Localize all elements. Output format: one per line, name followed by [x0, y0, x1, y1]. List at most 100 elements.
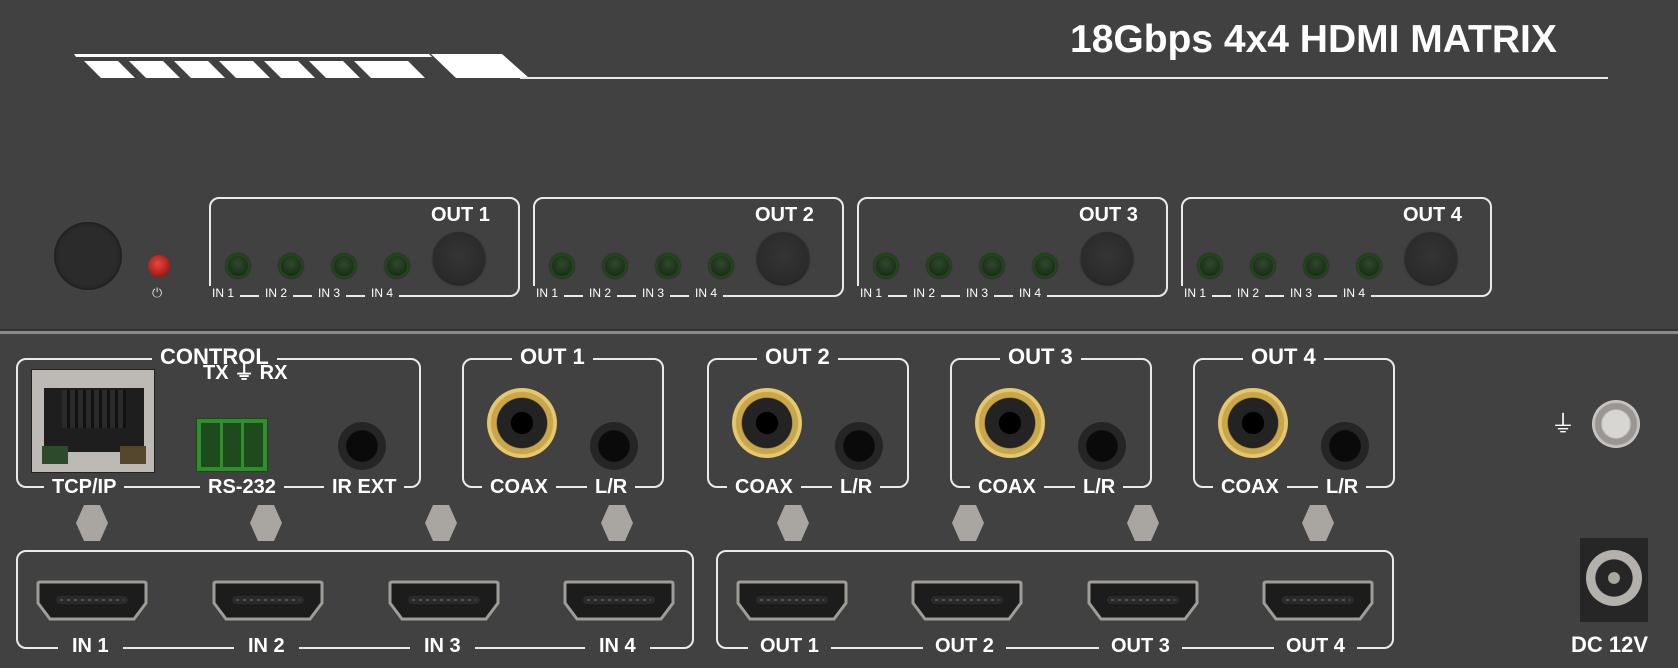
output-1-input-3-led	[332, 254, 356, 278]
audio-out-1-coax-jack[interactable]	[487, 388, 557, 458]
hdmi-output-4-port[interactable]	[1262, 579, 1374, 623]
hdmi-input-4-label: IN 4	[585, 635, 650, 658]
output-4-input-4-led	[1357, 254, 1381, 278]
output-3-input-3-label: IN 3	[960, 286, 995, 300]
output-4-label: OUT 4	[1403, 204, 1462, 226]
output-3-input-1-led	[874, 254, 898, 278]
output-1-input-3-label: IN 3	[312, 286, 347, 300]
hdmi-inputs-section	[16, 550, 694, 649]
rs232-pinout-label: TX ⏚ RX	[203, 362, 288, 384]
output-2-input-1-led	[550, 254, 574, 278]
hdmi-output-1-label: OUT 1	[748, 635, 831, 658]
hex-standoff-icon	[425, 505, 457, 541]
hdmi-output-1-port[interactable]	[736, 579, 848, 623]
output-4-input-2-label: IN 2	[1231, 286, 1266, 300]
ir-ext-label: IR EXT	[324, 476, 405, 499]
output-1-input-1-label: IN 1	[206, 286, 241, 300]
output-4-select-button[interactable]	[1405, 232, 1457, 284]
audio-out-3-lr-label: L/R	[1075, 476, 1124, 499]
hdmi-input-1-label: IN 1	[58, 635, 123, 658]
audio-out-3-coax-label: COAX	[970, 476, 1044, 499]
dc-power-jack[interactable]	[1580, 538, 1648, 622]
output-3-input-1-label: IN 1	[854, 286, 889, 300]
hdmi-outputs-section	[716, 550, 1394, 649]
audio-out-2-label: OUT 2	[757, 344, 838, 370]
audio-out-4-label: OUT 4	[1243, 344, 1324, 370]
hdmi-output-3-label: OUT 3	[1099, 635, 1182, 658]
hex-standoff-icon	[777, 505, 809, 541]
output-2-select-button[interactable]	[757, 232, 809, 284]
hex-standoff-icon	[76, 505, 108, 541]
hex-standoff-icon	[250, 505, 282, 541]
dc-12v-label: DC 12V	[1571, 632, 1649, 657]
title-underline	[520, 77, 1608, 79]
output-2-input-3-label: IN 3	[636, 286, 671, 300]
output-1-select-button[interactable]	[433, 232, 485, 284]
audio-out-2-lr-jack[interactable]	[835, 422, 883, 470]
hex-standoff-icon	[952, 505, 984, 541]
ir-receiver-window	[54, 222, 122, 290]
audio-out-4-lr-jack[interactable]	[1321, 422, 1369, 470]
output-2-input-3-led	[656, 254, 680, 278]
output-3-select-button[interactable]	[1081, 232, 1133, 284]
activity-led-icon	[120, 446, 146, 464]
hdmi-input-4-port[interactable]	[563, 579, 675, 623]
brand-stripe-logo	[74, 54, 529, 78]
hdmi-input-2-label: IN 2	[234, 635, 299, 658]
hdmi-output-2-port[interactable]	[911, 579, 1023, 623]
output-3-selector-group	[857, 197, 1168, 297]
output-1-selector-group	[209, 197, 520, 297]
output-3-input-4-led	[1033, 254, 1057, 278]
output-3-input-3-led	[980, 254, 1004, 278]
output-2-input-1-label: IN 1	[530, 286, 565, 300]
power-led	[148, 255, 170, 277]
ground-screw[interactable]	[1592, 400, 1640, 448]
audio-out-2-coax-jack[interactable]	[732, 388, 802, 458]
audio-out-4-coax-label: COAX	[1213, 476, 1287, 499]
output-2-input-4-label: IN 4	[689, 286, 724, 300]
hdmi-input-2-port[interactable]	[212, 579, 324, 623]
control-title: CONTROL	[152, 344, 277, 370]
audio-out-1-lr-jack[interactable]	[590, 422, 638, 470]
audio-out-4-coax-jack[interactable]	[1218, 388, 1288, 458]
audio-out-3-lr-jack[interactable]	[1078, 422, 1126, 470]
output-1-input-4-label: IN 4	[365, 286, 400, 300]
rs232-terminal-block[interactable]	[196, 418, 268, 472]
audio-out-3-label: OUT 3	[1000, 344, 1081, 370]
rear-panel: CONTROL TCP/IP RS-232 IR EXT TX ⏚ RX OUT…	[0, 331, 1678, 668]
hex-standoff-icon	[1302, 505, 1334, 541]
output-2-input-4-led	[709, 254, 733, 278]
output-4-selector-group	[1181, 197, 1492, 297]
audio-out-2-coax-label: COAX	[727, 476, 801, 499]
ground-icon: ⏚	[1551, 411, 1575, 438]
audio-out-1-lr-label: L/R	[587, 476, 636, 499]
output-1-input-2-label: IN 2	[259, 286, 294, 300]
rj45-ethernet-port[interactable]	[31, 369, 155, 473]
product-title: 18Gbps 4x4 HDMI MATRIX	[1070, 18, 1557, 61]
audio-out-3-coax-jack[interactable]	[975, 388, 1045, 458]
output-4-input-4-label: IN 4	[1337, 286, 1372, 300]
hdmi-input-1-port[interactable]	[36, 579, 148, 623]
output-2-selector-group	[533, 197, 844, 297]
audio-out-1-coax-label: COAX	[482, 476, 556, 499]
output-2-input-2-led	[603, 254, 627, 278]
ir-ext-jack[interactable]	[338, 422, 386, 470]
output-3-input-4-label: IN 4	[1013, 286, 1048, 300]
hdmi-output-3-port[interactable]	[1087, 579, 1199, 623]
output-1-input-2-led	[279, 254, 303, 278]
hex-standoff-icon	[601, 505, 633, 541]
tcpip-label: TCP/IP	[44, 476, 125, 499]
output-3-label: OUT 3	[1079, 204, 1138, 226]
hdmi-input-3-port[interactable]	[388, 579, 500, 623]
hdmi-input-3-label: IN 3	[410, 635, 475, 658]
hdmi-output-2-label: OUT 2	[923, 635, 1006, 658]
output-4-input-3-led	[1304, 254, 1328, 278]
output-3-input-2-label: IN 2	[907, 286, 942, 300]
link-led-icon	[42, 446, 68, 464]
audio-out-4-lr-label: L/R	[1318, 476, 1367, 499]
output-1-input-1-led	[226, 254, 250, 278]
hex-standoff-icon	[1127, 505, 1159, 541]
output-4-input-3-label: IN 3	[1284, 286, 1319, 300]
output-4-input-1-label: IN 1	[1178, 286, 1213, 300]
